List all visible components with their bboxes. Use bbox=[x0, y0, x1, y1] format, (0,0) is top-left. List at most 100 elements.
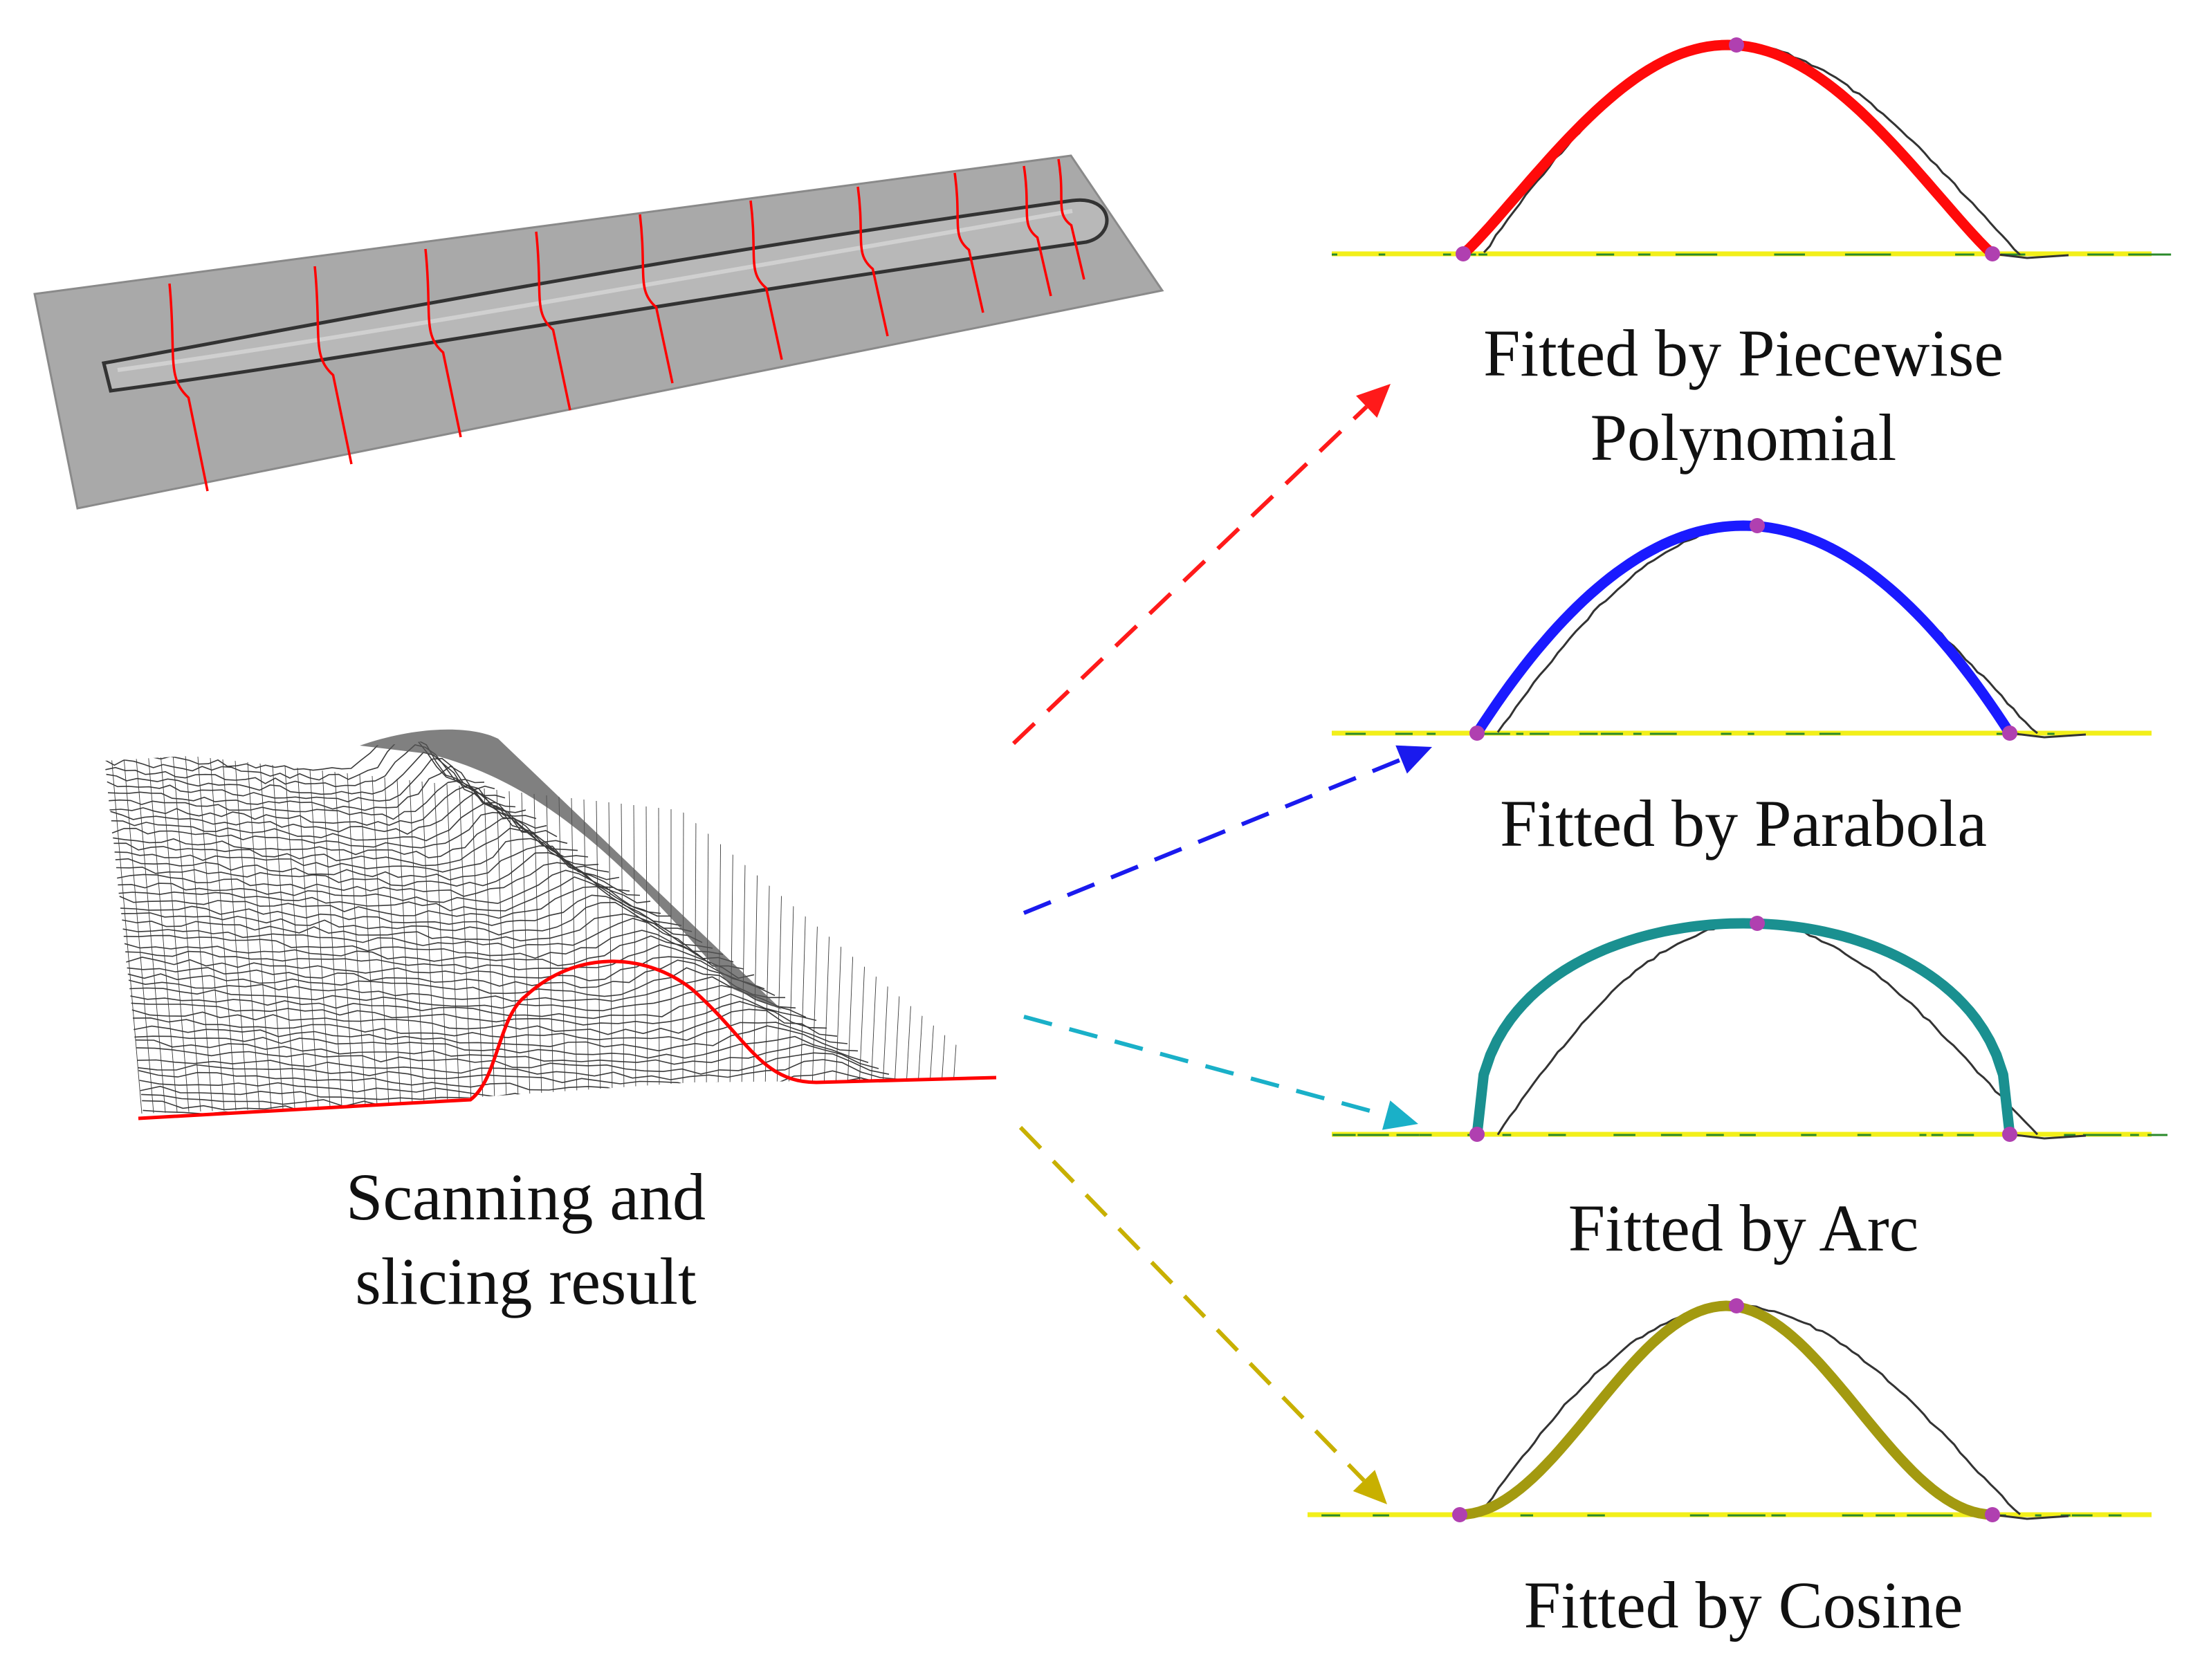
slice-line bbox=[856, 186, 889, 337]
mesh-line bbox=[309, 768, 331, 1107]
mesh-line bbox=[185, 755, 213, 1111]
arrow-head bbox=[1356, 384, 1391, 418]
bead-ridge-highlight bbox=[117, 209, 1073, 372]
dashed-arrow bbox=[1011, 384, 1391, 746]
slice-line bbox=[313, 266, 353, 465]
mesh-line bbox=[359, 774, 378, 1106]
measured-profile-tail bbox=[2009, 1133, 2087, 1140]
key-point-marker bbox=[1456, 246, 1471, 261]
panel-parabola bbox=[1332, 518, 2152, 741]
key-point-marker bbox=[1452, 1507, 1467, 1522]
mesh-line bbox=[113, 817, 599, 866]
mesh-line bbox=[496, 789, 507, 1101]
arrow-head bbox=[1382, 1100, 1418, 1130]
arrow-shaft bbox=[1018, 1125, 1366, 1482]
mesh-line bbox=[259, 763, 284, 1109]
arrow-head bbox=[1395, 745, 1432, 774]
mesh-line bbox=[118, 869, 661, 914]
key-point-marker bbox=[2002, 1127, 2017, 1142]
mesh-line bbox=[117, 862, 651, 904]
mesh-line bbox=[621, 803, 625, 1097]
caption-cosine-line-1: Fitted by Cosine bbox=[1523, 1568, 1963, 1642]
caption-arc-line-1: Fitted by Arc bbox=[1568, 1191, 1919, 1265]
mesh-line bbox=[583, 799, 589, 1098]
mesh-line bbox=[172, 753, 201, 1112]
mesh-line bbox=[870, 832, 883, 1088]
panel-piecewise bbox=[1332, 37, 2172, 261]
mesh-line bbox=[596, 800, 601, 1098]
mesh-line bbox=[160, 752, 190, 1112]
mesh-line bbox=[929, 839, 946, 1086]
mesh-line bbox=[941, 840, 958, 1086]
mesh-line bbox=[434, 782, 448, 1103]
dashed-arrow bbox=[1023, 1015, 1418, 1130]
mesh-line bbox=[571, 797, 578, 1098]
slice-line bbox=[168, 283, 209, 492]
fitted-panels bbox=[1308, 37, 2172, 1522]
fitted-curve bbox=[1472, 918, 2015, 1140]
mesh-line bbox=[446, 784, 460, 1102]
mesh-line bbox=[119, 886, 682, 926]
mesh-line bbox=[906, 836, 921, 1087]
key-point-marker bbox=[1985, 246, 2000, 261]
caption-piecewise-line-1: Fitted by Piecewise bbox=[1483, 316, 2004, 390]
caption-arc: Fitted by Arc bbox=[1314, 1186, 2172, 1271]
mesh-line bbox=[131, 1001, 827, 1029]
mesh-line bbox=[142, 1100, 962, 1120]
slice-line bbox=[424, 248, 462, 438]
caption-parabola-line-1: Fitted by Parabola bbox=[1500, 786, 1987, 860]
arrow-shaft bbox=[1023, 1015, 1387, 1118]
mesh-line bbox=[135, 749, 166, 1113]
key-point-marker bbox=[1750, 518, 1765, 533]
mesh-line bbox=[107, 757, 526, 813]
key-point-marker bbox=[1750, 916, 1765, 931]
mesh-line bbox=[122, 748, 154, 1114]
mesh-line bbox=[521, 792, 531, 1100]
key-point-marker bbox=[1469, 1127, 1485, 1142]
dashed-arrow bbox=[1023, 745, 1432, 915]
fitted-curve bbox=[1454, 1300, 1998, 1520]
mesh-line bbox=[396, 778, 413, 1105]
mesh-line bbox=[347, 773, 366, 1106]
caption-cosine: Fitted by Cosine bbox=[1314, 1563, 2172, 1647]
measured-profile-tail bbox=[1992, 252, 2069, 259]
mesh-line bbox=[484, 788, 495, 1102]
mesh-line bbox=[109, 784, 558, 838]
measured-profile-tail bbox=[1992, 1513, 2069, 1520]
caption-parabola: Fitted by Parabola bbox=[1314, 782, 2172, 866]
mesh-line bbox=[197, 756, 225, 1111]
arrow-shaft bbox=[1023, 757, 1402, 915]
mesh-line bbox=[247, 761, 272, 1109]
mesh-line bbox=[859, 831, 871, 1089]
mesh-line bbox=[471, 786, 484, 1102]
scanned-bead-surface bbox=[33, 154, 1164, 510]
mesh-line bbox=[894, 835, 908, 1087]
mesh-line bbox=[111, 802, 578, 851]
mesh-line bbox=[126, 956, 765, 990]
fitted-curve bbox=[1458, 39, 1998, 259]
mesh-line bbox=[297, 767, 319, 1108]
mesh-line bbox=[147, 750, 178, 1113]
mesh-line bbox=[118, 876, 671, 917]
mesh-line bbox=[546, 795, 554, 1100]
mesh-line bbox=[123, 930, 734, 963]
mesh-line bbox=[372, 775, 389, 1105]
mesh-line bbox=[729, 815, 734, 1093]
key-point-marker bbox=[2002, 726, 2017, 741]
mesh-line bbox=[384, 777, 401, 1105]
mesh-line bbox=[130, 993, 817, 1022]
dashed-arrows bbox=[1011, 384, 1432, 1504]
slice-lines bbox=[168, 158, 1085, 492]
fitted-curve bbox=[1472, 520, 2015, 739]
mesh-line bbox=[124, 935, 744, 970]
mesh-line bbox=[143, 1109, 973, 1120]
mesh-line bbox=[682, 810, 684, 1095]
mesh-line bbox=[533, 793, 542, 1100]
surface-plate bbox=[33, 154, 1164, 510]
mesh-line bbox=[122, 913, 713, 949]
measured-profile bbox=[1496, 921, 2039, 1136]
slice-profile-curve bbox=[138, 959, 997, 1120]
caption-piecewise-line-2: Polynomial bbox=[1590, 400, 1897, 474]
mesh-line bbox=[113, 827, 609, 873]
